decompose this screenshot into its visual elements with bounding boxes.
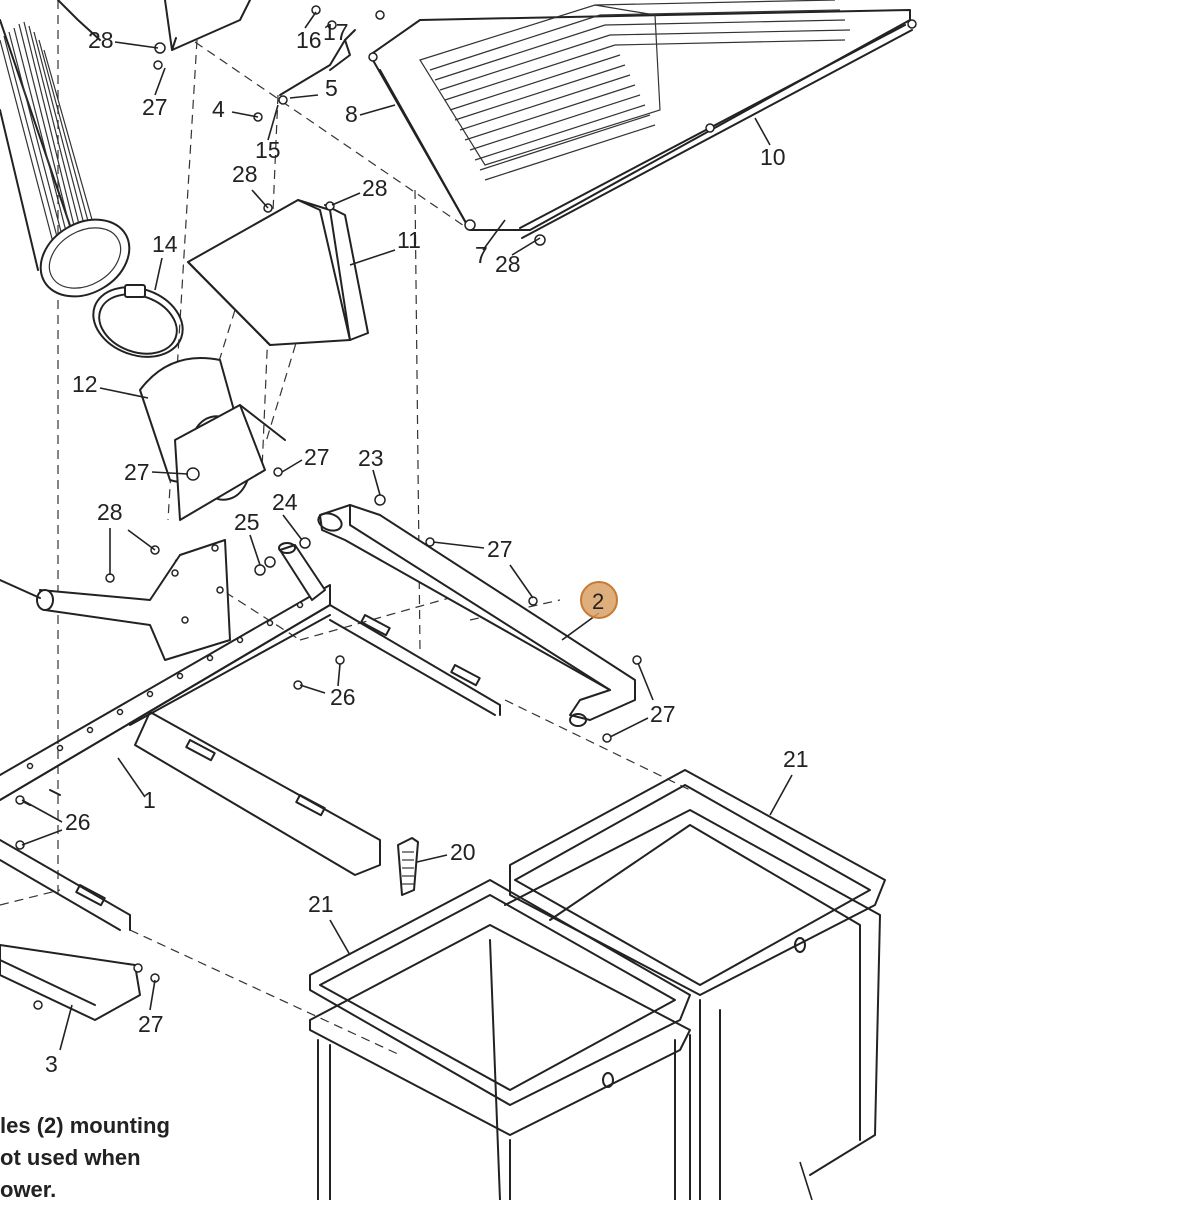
deflector-hood xyxy=(187,199,369,346)
callout-27-support-end: 27 xyxy=(650,701,676,727)
callout-27-support: 27 xyxy=(487,536,513,562)
callout-28-screen: 28 xyxy=(495,251,521,277)
callout-7: 7 xyxy=(475,242,488,268)
hose-adapter xyxy=(139,357,286,521)
callout-24: 24 xyxy=(272,489,298,515)
callout-3: 3 xyxy=(45,1051,58,1077)
callout-4: 4 xyxy=(212,96,225,122)
callout-27-adapter-right: 27 xyxy=(304,444,330,470)
callout-11: 11 xyxy=(397,227,421,253)
screen-mesh xyxy=(419,0,851,181)
callout-17: 17 xyxy=(323,19,349,45)
callout-2: 2 xyxy=(592,589,604,614)
callout-28-hood-right: 28 xyxy=(362,175,388,201)
callout-labels: 28 16 17 27 5 4 15 8 10 28 28 11 7 28 14… xyxy=(45,19,809,1077)
hose-clamp xyxy=(92,284,184,358)
bagger-frame xyxy=(0,584,501,931)
callout-27-adapter-left: 27 xyxy=(124,459,150,485)
rear-brace xyxy=(0,944,143,1021)
callout-26-center: 26 xyxy=(330,684,356,710)
discharge-hose xyxy=(0,19,131,298)
top-chute-fragment xyxy=(57,0,251,51)
side-chute xyxy=(0,539,231,661)
callout-23: 23 xyxy=(358,445,384,471)
callout-21-front: 21 xyxy=(308,891,334,917)
callout-21-rear: 21 xyxy=(783,746,809,772)
callout-5: 5 xyxy=(325,75,338,101)
callout-20: 20 xyxy=(450,839,476,865)
highlight-ring xyxy=(580,581,618,619)
callout-16: 16 xyxy=(296,27,322,53)
callout-26-left: 26 xyxy=(65,809,91,835)
callout-28-top-left: 28 xyxy=(88,27,114,53)
callout-12: 12 xyxy=(72,371,98,397)
highlighted-callout: 2 xyxy=(580,581,618,619)
frame-holes xyxy=(26,601,304,770)
callout-14: 14 xyxy=(152,231,178,257)
pivot-rod xyxy=(278,542,326,601)
bag-frame-front xyxy=(309,879,691,1200)
callout-27-brace: 27 xyxy=(138,1011,164,1037)
hood-bracket xyxy=(253,29,356,122)
callout-10: 10 xyxy=(760,144,786,170)
callout-27-top: 27 xyxy=(142,94,168,120)
callout-8: 8 xyxy=(345,101,358,127)
callout-15: 15 xyxy=(255,137,281,163)
callout-28-chute: 28 xyxy=(97,499,123,525)
callout-28-hood-left: 28 xyxy=(232,161,258,187)
top-support-bracket xyxy=(317,504,636,727)
bag-frame-rear xyxy=(504,769,886,1200)
callout-25: 25 xyxy=(234,509,260,535)
screen-panel xyxy=(368,0,917,246)
callout-1: 1 xyxy=(143,787,156,813)
footnote-text: les (2) mounting ot used when ower. xyxy=(0,1113,170,1202)
latch xyxy=(397,837,419,896)
leader-lines xyxy=(21,11,813,1200)
